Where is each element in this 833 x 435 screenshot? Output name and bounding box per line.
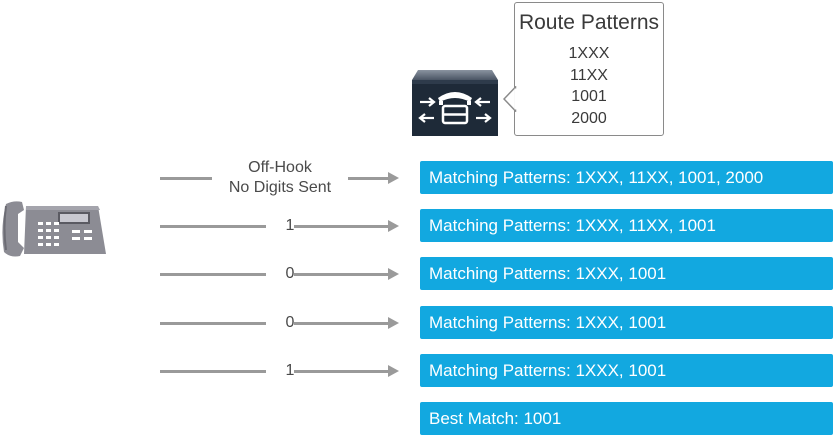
route-pattern-item: 2000 [571, 109, 607, 127]
arrow-line [348, 176, 389, 180]
arrow-line [294, 224, 389, 228]
route-pattern-item: 1001 [571, 88, 607, 105]
flow-row-offhook: Off-Hook No Digits Sent [160, 158, 400, 198]
flow-row-digit: 1 [160, 351, 400, 391]
flow-row-digit: 0 [160, 303, 400, 343]
flow-row-digit: 0 [160, 254, 400, 294]
digit-label: 0 [285, 314, 295, 331]
arrow-line [294, 272, 389, 276]
arrow-line [160, 321, 266, 325]
arrow-line [294, 321, 389, 325]
arrow-head [388, 268, 399, 280]
matching-patterns-box: Matching Patterns: 1XXX, 11XX, 1001, 200… [420, 161, 833, 194]
arrow-head [388, 220, 399, 232]
matching-patterns-box: Matching Patterns: 1XXX, 1001 [420, 306, 833, 339]
flow-row-digit: 1 [160, 206, 400, 246]
callout-pointer [503, 86, 517, 112]
route-pattern-item: 1XXX [568, 45, 610, 62]
call-manager-icon [412, 70, 498, 136]
digit-label: 0 [285, 265, 295, 282]
route-pattern-item: 11XX [570, 66, 608, 84]
arrow-line [160, 176, 212, 180]
route-patterns-title: Route Patterns [518, 11, 660, 34]
matching-patterns-box: Matching Patterns: 1XXX, 1001 [420, 354, 833, 387]
offhook-line1: Off-Hook [248, 159, 312, 176]
offhook-label: Off-Hook No Digits Sent [212, 158, 348, 198]
route-patterns-callout: Route Patterns 1XXX 11XX 1001 2000 [514, 2, 664, 136]
arrow-line [160, 369, 266, 373]
arrow-head [388, 317, 399, 329]
arrow-head [388, 365, 399, 377]
arrow-line [294, 369, 389, 373]
arrow-line [160, 272, 266, 276]
route-pattern-list: 1XXX 11XX 1001 2000 [515, 43, 663, 129]
arrow-line [160, 224, 266, 228]
arrow-head [388, 172, 399, 184]
best-match-box: Best Match: 1001 [420, 402, 833, 435]
digit-label: 1 [285, 217, 295, 234]
desk-phone-icon [2, 201, 106, 257]
offhook-line2: No Digits Sent [228, 179, 332, 196]
matching-patterns-box: Matching Patterns: 1XXX, 1001 [420, 257, 833, 290]
matching-patterns-box: Matching Patterns: 1XXX, 11XX, 1001 [420, 209, 833, 242]
digit-label: 1 [285, 362, 295, 379]
